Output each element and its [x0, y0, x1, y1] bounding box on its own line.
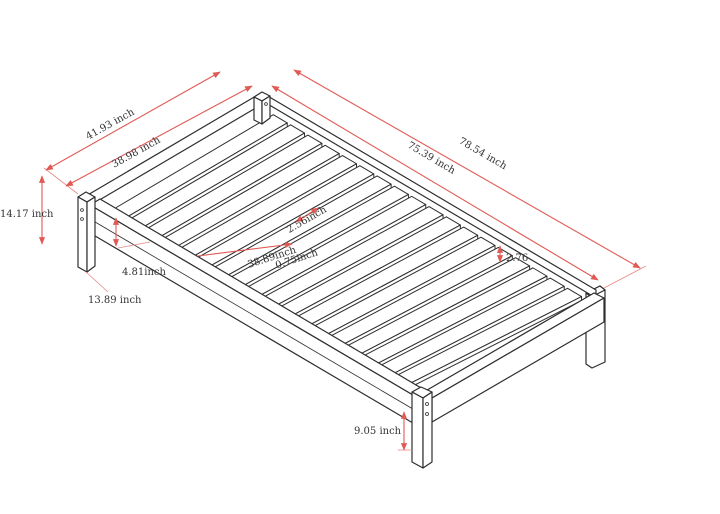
slat-gap-label: 2.76 — [506, 253, 528, 264]
bed-frame — [77, 91, 606, 469]
outer-width-label: 41.93 inch — [84, 107, 137, 143]
outer-length-line — [293, 69, 641, 269]
back-left-post — [253, 91, 271, 125]
inner-width-line — [65, 85, 253, 187]
dimension-lines — [38, 69, 647, 451]
clearance-label: 9.05 inch — [354, 426, 402, 437]
front-right-leg — [411, 386, 433, 469]
rail-offset-label: 13.89 inch — [88, 295, 142, 306]
total-height-label: 14.17 inch — [0, 209, 54, 220]
front-left-leg — [77, 191, 96, 273]
slat-spacing-line — [295, 207, 319, 223]
rail-height-label: 4.81inch — [122, 267, 167, 278]
outer-length-label: 78.54 inch — [457, 136, 509, 173]
slat-length-line — [197, 241, 293, 257]
